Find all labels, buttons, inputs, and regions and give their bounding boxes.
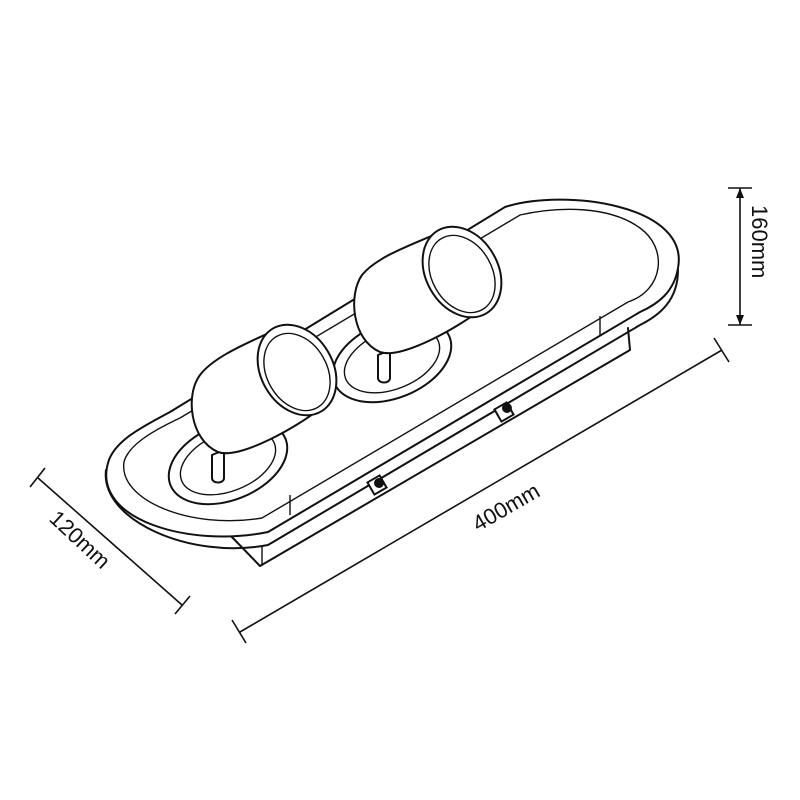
spotlight-right: [353, 225, 503, 355]
stem-right: [377, 348, 391, 384]
height-label: 160mm: [747, 205, 772, 278]
length-label: 400mm: [468, 478, 544, 536]
spotlight-left: [190, 323, 338, 455]
screw-right: [493, 401, 515, 423]
screw-left: [366, 474, 388, 496]
dimension-height: 160mm: [728, 187, 772, 326]
mounting-box: [227, 327, 631, 567]
stem-left: [211, 448, 225, 484]
